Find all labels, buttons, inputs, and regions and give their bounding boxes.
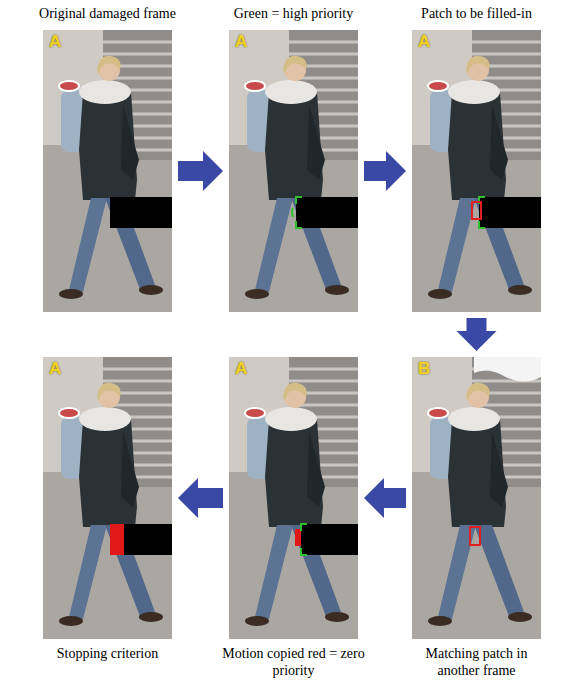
stopping-frame (43, 357, 172, 639)
step-caption: Matching patch in another frame (414, 645, 539, 679)
video-frame: AMotion copied red = zero priority (229, 357, 358, 639)
walking-person (412, 357, 541, 639)
matching-patch (470, 527, 480, 545)
frame-letter: A (235, 33, 247, 51)
copied-frame (229, 357, 358, 639)
flow-arrow (178, 478, 223, 518)
step-caption: Stopping criterion (57, 645, 159, 662)
flow-arrow (178, 151, 223, 191)
missing-region (124, 524, 172, 555)
target-patch (472, 202, 481, 219)
video-frame: AStopping criterion (43, 357, 172, 639)
video-frame: Original damaged frameA (43, 30, 172, 312)
flow-arrow (457, 318, 497, 351)
fill-front (301, 524, 307, 555)
flow-arrow (364, 478, 406, 518)
frame-letter: A (235, 360, 247, 378)
step-caption: Original damaged frame (39, 5, 176, 22)
frame-letter: A (49, 360, 61, 378)
walking-person (229, 30, 358, 312)
fill-front (292, 197, 302, 228)
snow (474, 357, 541, 382)
step-caption: Patch to be filled-in (421, 5, 532, 22)
damaged-frame (43, 30, 172, 312)
frame-letter: B (418, 360, 430, 378)
frame-letter: A (418, 33, 430, 51)
copied-patch (295, 529, 301, 546)
walking-person (43, 357, 172, 639)
missing-region (301, 524, 358, 555)
step-caption: Motion copied red = zero priority (219, 645, 369, 679)
flow-arrow (364, 151, 406, 191)
video-frame: Green = high priorityA (229, 30, 358, 312)
missing-region (296, 197, 358, 228)
walking-person (412, 30, 541, 312)
patch-frame (412, 30, 541, 312)
walking-person (43, 30, 172, 312)
video-frame: BMatching patch in another frame (412, 357, 541, 639)
video-frame: Patch to be filled-inA (412, 30, 541, 312)
walking-person (229, 357, 358, 639)
missing-region (479, 197, 541, 228)
priority-frame (229, 30, 358, 312)
step-caption: Green = high priority (234, 5, 353, 22)
missing-region (110, 197, 172, 228)
source-frame (412, 357, 541, 639)
frame-letter: A (49, 33, 61, 51)
copied-region (110, 524, 124, 555)
